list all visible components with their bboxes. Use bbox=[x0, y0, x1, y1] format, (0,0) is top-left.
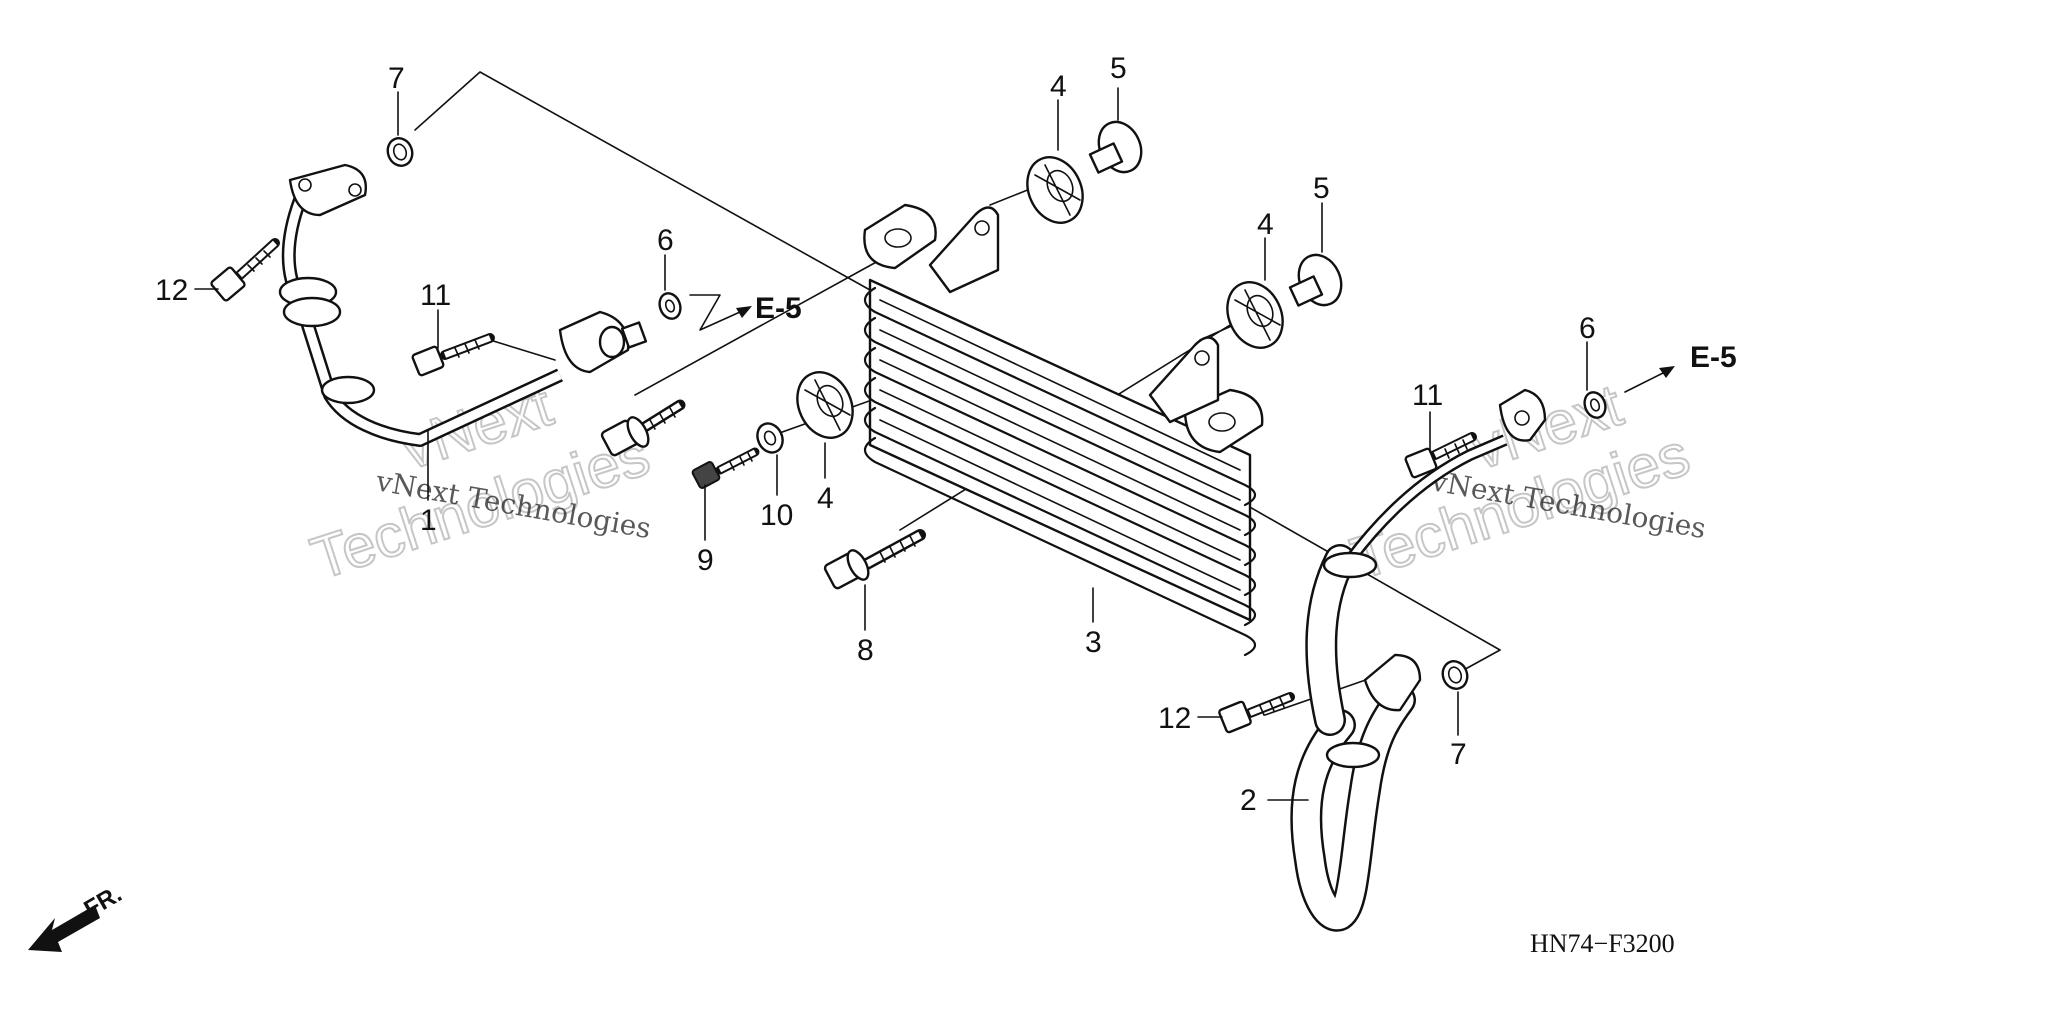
callout-5-top: 5 bbox=[1110, 52, 1127, 85]
callout-8: 8 bbox=[857, 634, 874, 667]
callout-leaders bbox=[194, 87, 1588, 801]
callout-6-right: 6 bbox=[1579, 312, 1596, 345]
pipe-collar bbox=[282, 296, 342, 328]
callout-1: 1 bbox=[420, 504, 437, 537]
drawing-code: HN74−F3200 bbox=[1530, 929, 1675, 958]
callout-2: 2 bbox=[1240, 784, 1257, 817]
guide-line-bolt-left bbox=[634, 259, 881, 396]
reference-label-e5-left: E-5 bbox=[755, 292, 802, 325]
callout-7-top: 7 bbox=[388, 62, 405, 95]
front-direction-indicator: FR. bbox=[28, 880, 126, 952]
cooler-fins bbox=[863, 286, 1257, 657]
callout-5-right: 5 bbox=[1313, 172, 1330, 205]
callout-11-left: 11 bbox=[420, 279, 451, 312]
grommet-left[interactable] bbox=[787, 363, 863, 447]
bolt-8[interactable] bbox=[823, 529, 926, 590]
grommet-right[interactable] bbox=[1217, 273, 1293, 357]
oil-hose-right[interactable] bbox=[1290, 388, 1547, 932]
callout-7-bottom: 7 bbox=[1450, 738, 1467, 771]
o-ring-7-top[interactable] bbox=[384, 135, 416, 170]
callout-9: 9 bbox=[697, 544, 714, 577]
bolt-12-left[interactable] bbox=[210, 238, 280, 302]
callout-3: 3 bbox=[1085, 626, 1102, 659]
cooler-bracket-right bbox=[1148, 336, 1220, 424]
guide-line-top-left bbox=[414, 71, 871, 291]
callout-12-right: 12 bbox=[1158, 702, 1191, 735]
reference-arrow-right[interactable]: E-5 bbox=[1624, 341, 1737, 393]
collar-right[interactable] bbox=[1288, 248, 1349, 312]
reference-label-e5-right: E-5 bbox=[1690, 341, 1737, 374]
o-ring-7-bottom[interactable] bbox=[1439, 658, 1471, 693]
hose-clamp bbox=[1325, 741, 1381, 769]
bolt-11-left[interactable] bbox=[411, 333, 495, 377]
callout-10: 10 bbox=[760, 499, 793, 532]
callout-11-right: 11 bbox=[1412, 379, 1443, 412]
washer-6-left[interactable] bbox=[656, 290, 684, 321]
cooler-body bbox=[868, 278, 1252, 622]
washer-10[interactable] bbox=[753, 419, 787, 456]
screw-9[interactable] bbox=[691, 447, 760, 489]
hose-clamp bbox=[1322, 551, 1378, 579]
callout-numbers: 1 2 3 4 4 4 5 5 6 6 7 7 8 9 10 11 11 12 … bbox=[155, 52, 1596, 817]
hose-flange-upper bbox=[1498, 388, 1547, 442]
collar-top[interactable] bbox=[1088, 115, 1149, 179]
reference-arrow-left[interactable]: E-5 bbox=[689, 292, 802, 331]
washer-6-right[interactable] bbox=[1581, 389, 1609, 420]
oil-cooler-core[interactable] bbox=[863, 203, 1264, 657]
callout-12-left: 12 bbox=[155, 274, 188, 307]
hose-flange-lower bbox=[1363, 653, 1422, 712]
cooler-inlet-port bbox=[863, 203, 937, 270]
grommet-top[interactable] bbox=[1017, 148, 1093, 232]
guide-line-bottom-right bbox=[1459, 649, 1501, 673]
bolt-11-right[interactable] bbox=[1404, 432, 1477, 479]
callout-4-left: 4 bbox=[817, 482, 834, 515]
oil-pipe-left[interactable] bbox=[278, 163, 648, 447]
callout-4-top: 4 bbox=[1050, 70, 1067, 103]
callout-4-right: 4 bbox=[1257, 208, 1274, 241]
pipe-flange bbox=[288, 163, 367, 217]
front-arrow-icon bbox=[28, 905, 100, 952]
guide-line-bolt-11-left bbox=[489, 339, 556, 361]
pipe-collar bbox=[320, 375, 376, 405]
bolt-cooler-left[interactable] bbox=[600, 399, 686, 457]
bolt-12-right[interactable] bbox=[1218, 692, 1295, 734]
callout-6-left: 6 bbox=[657, 224, 674, 257]
cooler-bracket-top bbox=[928, 206, 1000, 294]
